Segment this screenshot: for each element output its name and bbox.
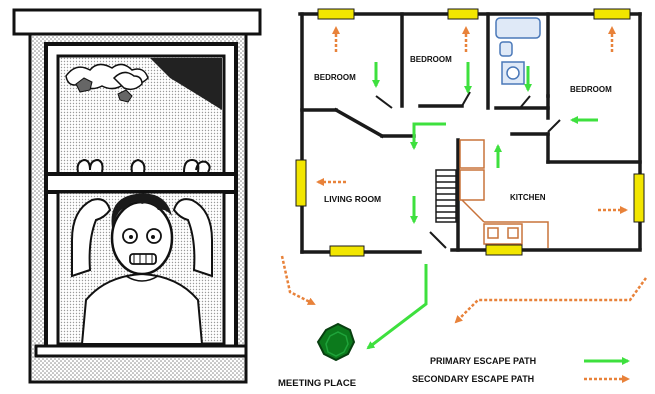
- room-label-bedroom-middle: BEDROOM: [410, 55, 452, 64]
- room-label-kitchen: KITCHEN: [510, 193, 546, 202]
- floor-plan: BEDROOM BEDROOM BEDROOM LIVING ROOM KITC…: [278, 8, 648, 389]
- meeting-place-tree-icon: [316, 322, 356, 362]
- legend: PRIMARY ESCAPE PATH SECONDARY ESCAPE PAT…: [412, 356, 630, 384]
- stairs: [435, 169, 457, 223]
- room-label-bedroom-left: BEDROOM: [314, 73, 356, 82]
- secondary-escape-paths: [280, 26, 648, 324]
- legend-secondary-label: SECONDARY ESCAPE PATH: [412, 374, 534, 384]
- meeting-place-label: MEETING PLACE: [278, 378, 356, 389]
- room-label-living-room: LIVING ROOM: [324, 194, 381, 204]
- kitchen-cabinets: [459, 139, 549, 248]
- windows: [295, 8, 645, 257]
- primary-escape-paths: [366, 62, 598, 350]
- window-illustration: [12, 8, 262, 384]
- legend-primary-label: PRIMARY ESCAPE PATH: [430, 356, 536, 366]
- bathroom-fixtures: [495, 17, 541, 85]
- room-label-bedroom-right: BEDROOM: [570, 85, 612, 94]
